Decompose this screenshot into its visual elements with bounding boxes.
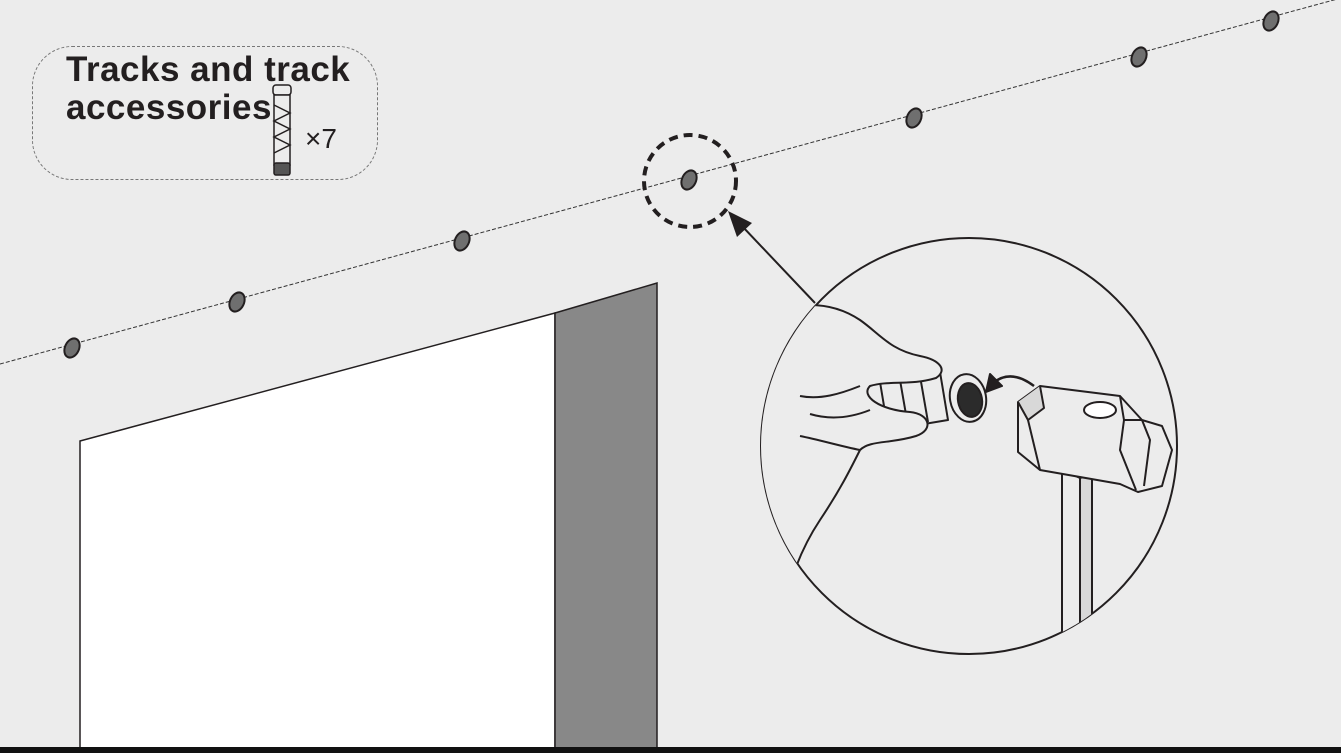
pointer-arrow-head xyxy=(728,211,752,237)
hammer-icon xyxy=(1017,385,1173,654)
drill-hole xyxy=(1262,10,1280,32)
drill-hole xyxy=(905,107,923,129)
label-line-2: accessories xyxy=(66,88,272,127)
drill-hole xyxy=(1130,46,1148,68)
bottom-border xyxy=(0,747,1341,753)
wall-anchor-icon xyxy=(272,84,292,176)
drill-guide-line xyxy=(0,0,1336,365)
label-line-1: Tracks and track xyxy=(66,50,351,89)
drill-hole xyxy=(680,169,698,191)
detail-zoom xyxy=(760,237,1178,655)
accessory-label: Tracks and track accessories xyxy=(66,51,350,127)
drill-holes xyxy=(63,10,1280,359)
door-frame xyxy=(554,281,658,751)
drill-hole xyxy=(63,337,81,359)
accessory-label-box: Tracks and track accessories ×7 xyxy=(32,46,378,180)
drill-hole xyxy=(228,291,246,313)
drill-hole xyxy=(453,230,471,252)
pointer-arrow-line xyxy=(741,225,816,304)
door-panel xyxy=(79,312,556,751)
highlight-circle xyxy=(642,133,738,229)
quantity-label: ×7 xyxy=(305,123,337,154)
insert-arrow-head xyxy=(985,373,1003,393)
